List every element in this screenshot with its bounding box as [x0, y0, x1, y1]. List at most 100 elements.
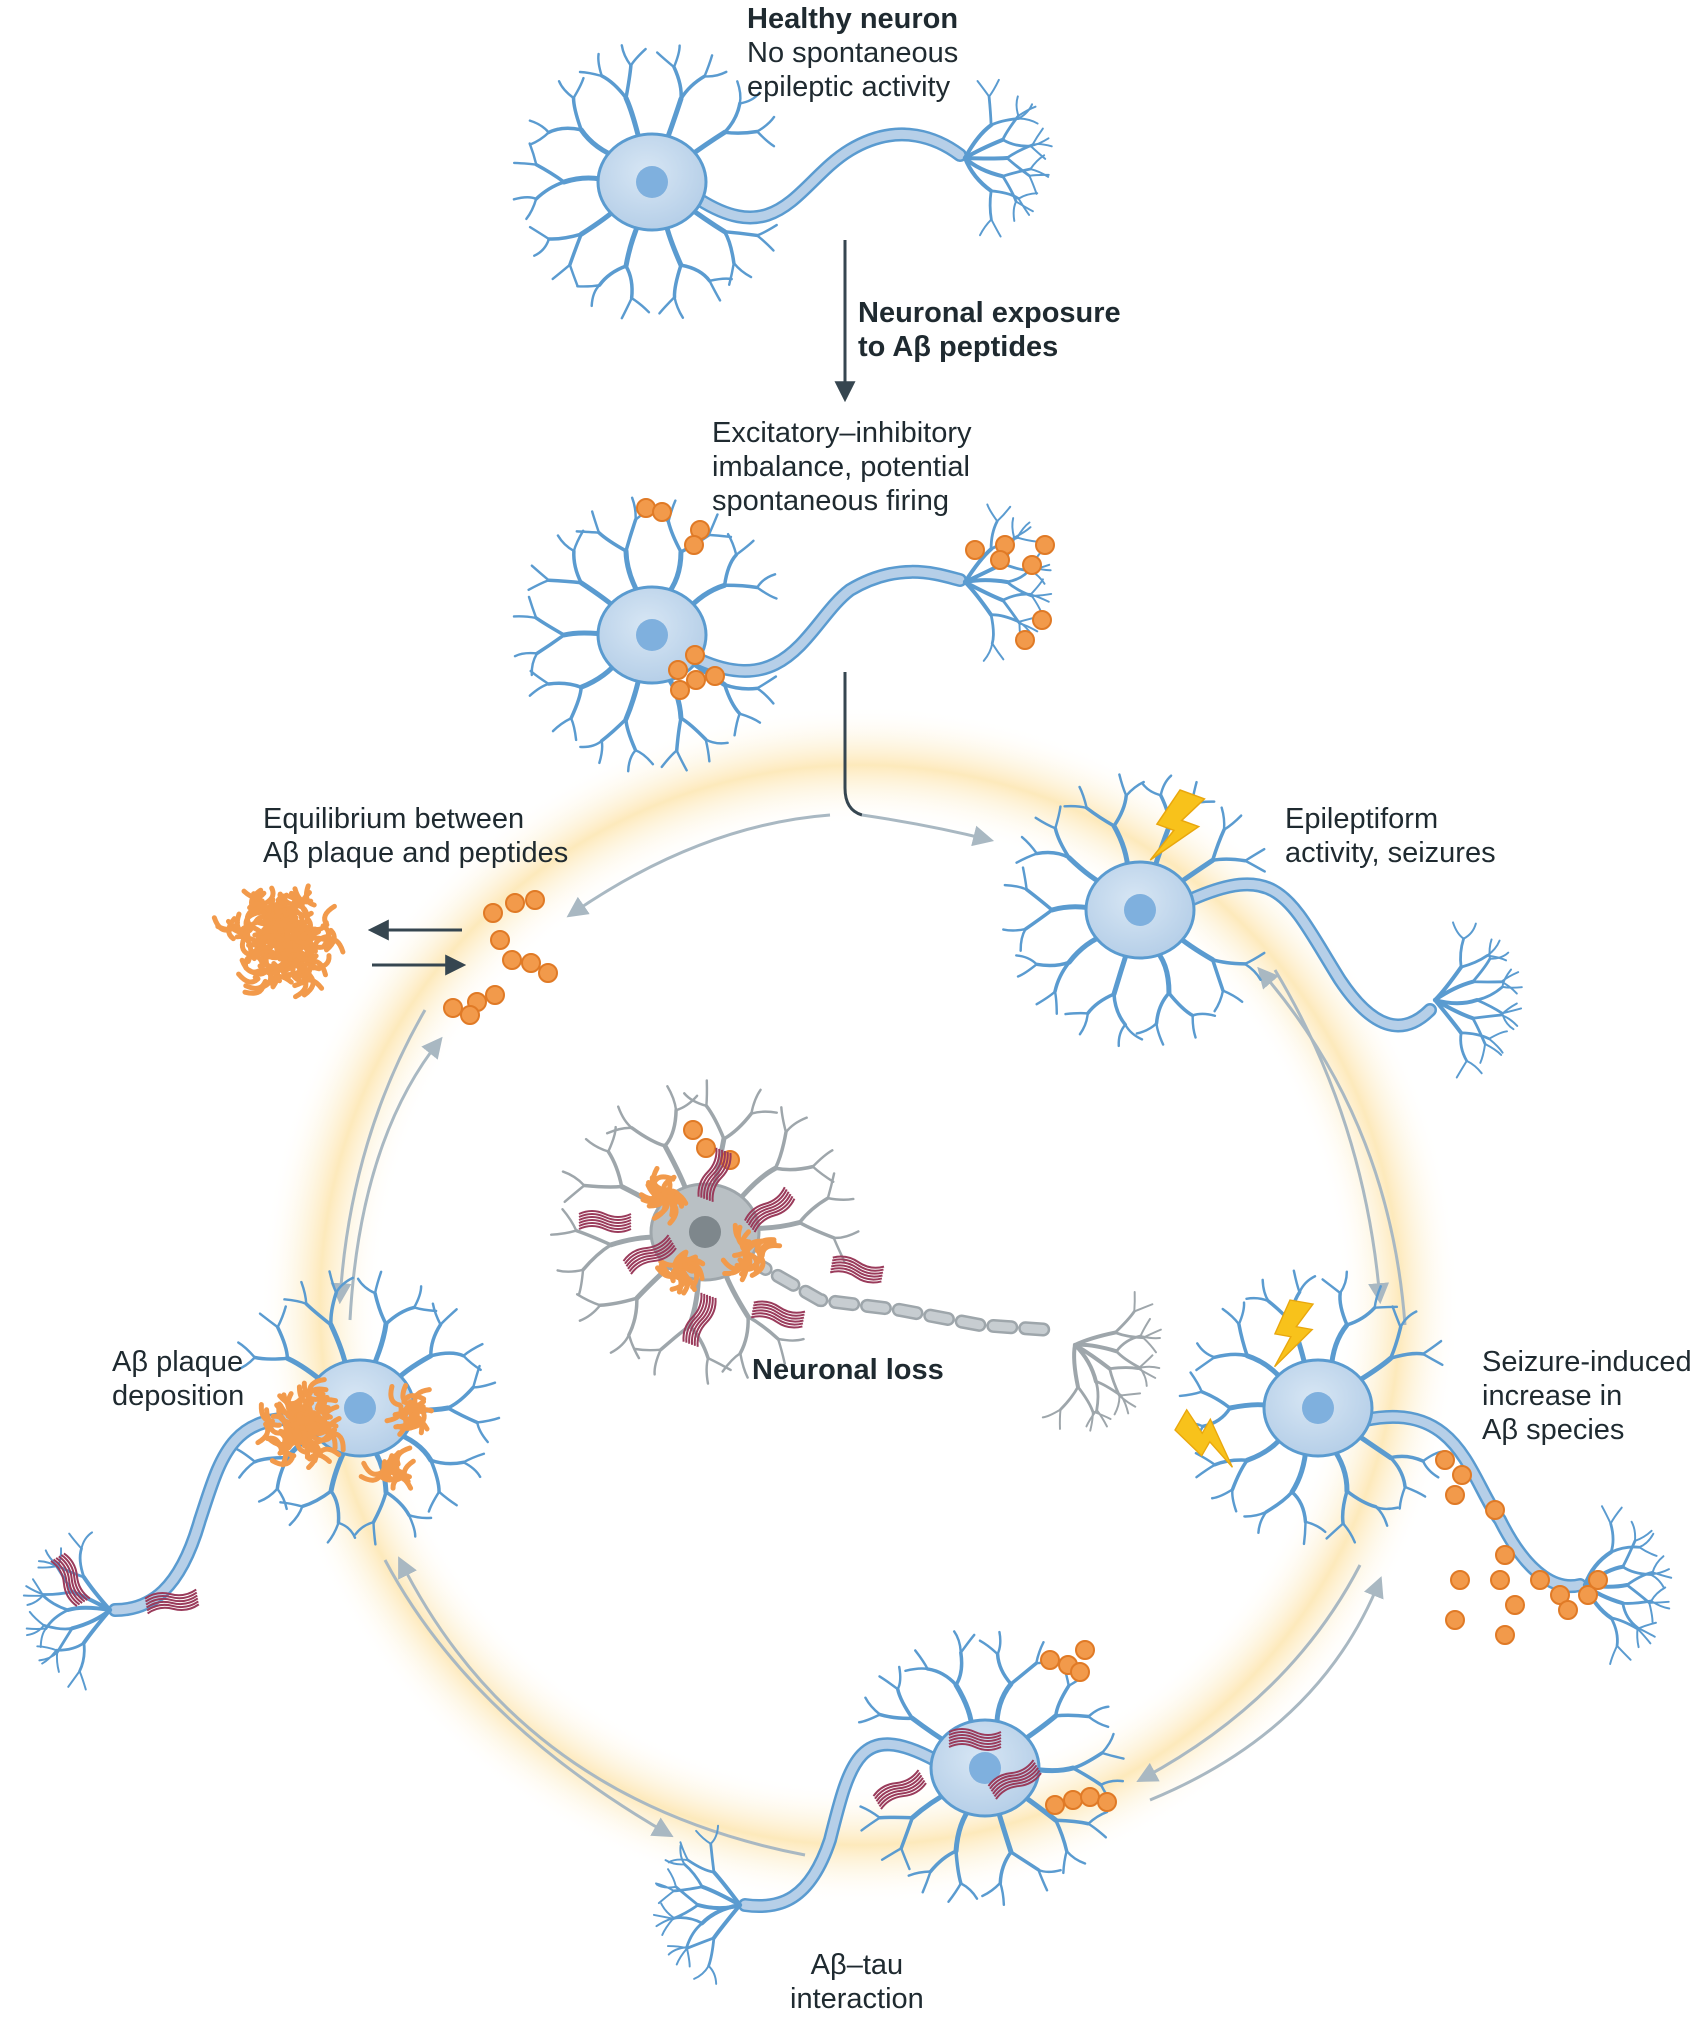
to-equilibrium-arrow [566, 813, 831, 918]
abeta-peptide-icon [521, 953, 541, 973]
abeta-peptide-icon [1063, 1790, 1083, 1810]
plaque-small-2 [358, 1445, 416, 1491]
dead-plaque-2 [655, 1249, 706, 1296]
abeta-peptide-icon [485, 985, 505, 1005]
healthy-neuron [512, 44, 1053, 320]
abeta-peptide-icon [684, 535, 704, 555]
abeta-peptide-icon [1435, 1450, 1455, 1470]
abeta-peptide-icon [443, 998, 463, 1018]
abeta-peptide-icon [1495, 1625, 1515, 1645]
abeta-tau-peptides-top [1040, 1640, 1095, 1682]
seizure-to-tau-arrow [1136, 1564, 1362, 1782]
plaque-deposition-line-2: deposition [112, 1380, 245, 1412]
exposure-label: Neuronal exposure to Aβ peptides [858, 296, 1121, 364]
abeta-peptide-icon [1578, 1585, 1598, 1605]
plaque-to-equilibrium-arrow [348, 1036, 443, 1321]
abeta-peptide-icon [1530, 1570, 1550, 1590]
abeta-peptide-icon [1075, 1640, 1095, 1660]
epileptiform-to-seizure-arrow [1273, 969, 1390, 1305]
imbalance-peptides-soma [668, 645, 725, 700]
healthy-neuron-label: Healthy neuron No spontaneous epileptic … [747, 2, 958, 104]
epileptiform-neuron [1002, 773, 1523, 1079]
abeta-peptide-icon [670, 680, 690, 700]
arrow-layer [330, 240, 1407, 1857]
seizure-lightning-top [1273, 1299, 1315, 1368]
abeta-peptide-icon [505, 893, 525, 913]
abeta-peptide-icon [1032, 610, 1052, 630]
to-epileptiform-arrow [861, 813, 995, 847]
epileptiform-label: Epileptiform activity, seizures [1285, 802, 1496, 870]
exposure-line-2: to Aβ peptides [858, 331, 1059, 363]
epileptiform-line-2: activity, seizures [1285, 837, 1496, 869]
abeta-tau-line-2: interaction [790, 1983, 924, 2015]
abeta-peptide-icon [1035, 535, 1055, 555]
nucleus [689, 1216, 721, 1248]
equilibrium-label: Equilibrium between Aβ plaque and peptid… [263, 802, 568, 870]
dead-tau-7 [622, 1234, 677, 1275]
seizure-induced-line-1: Seizure-induced [1482, 1346, 1692, 1378]
plaque-deposition-line-1: Aβ plaque [112, 1346, 244, 1378]
healthy-neuron-desc-1: No spontaneous [747, 37, 959, 69]
abeta-peptide-icon [1495, 1545, 1515, 1565]
dead-tau-6 [829, 1255, 885, 1284]
abeta-peptide-icon [1080, 1787, 1100, 1807]
nucleus [636, 619, 668, 651]
dead-tau-1 [578, 1210, 632, 1233]
tau-to-plaque-arrow [398, 1556, 806, 1857]
abeta-peptide-icon [1070, 1662, 1090, 1682]
abeta-peptide-icon [686, 670, 706, 690]
equilibrium-to-plaque-arrow [330, 1009, 427, 1305]
seizure-induced-line-2: increase in [1482, 1380, 1623, 1412]
epileptiform-line-1: Epileptiform [1285, 803, 1439, 835]
abeta-peptide-icon [483, 903, 503, 923]
abeta-peptide-icon [652, 502, 672, 522]
abeta-peptide-icon [683, 1120, 703, 1140]
seizure-peptides [1435, 1450, 1608, 1645]
seizure-lightning-left [1174, 1408, 1234, 1468]
healthy-neuron-desc-2: epileptic activity [747, 71, 951, 103]
seizure-induced-label: Seizure-induced increase in Aβ species [1482, 1345, 1692, 1447]
plaque-tau-1 [144, 1588, 200, 1615]
plaque-to-tau-arrow [383, 1559, 674, 1838]
abeta-tau-peptides-side [1045, 1787, 1117, 1815]
abeta-peptide-icon [1505, 1595, 1525, 1615]
abeta-peptide-icon [1558, 1600, 1578, 1620]
dead-tau-4 [682, 1292, 717, 1347]
abeta-peptide-icon [668, 660, 688, 680]
abeta-peptide-icon [685, 645, 705, 665]
imbalance-label: Excitatory–inhibitory imbalance, potenti… [712, 416, 972, 518]
neuronal-loss-text: Neuronal loss [752, 1354, 944, 1386]
abeta-peptide-icon [1485, 1500, 1505, 1520]
exposure-line-1: Neuronal exposure [858, 297, 1121, 329]
healthy-neuron-title: Healthy neuron [747, 3, 959, 35]
imbalance-line-1: Excitatory–inhibitory [712, 417, 972, 449]
plaque-deposition-label: Aβ plaque deposition [112, 1345, 244, 1413]
imbalance-peptides-terminal [965, 535, 1055, 650]
abeta-peptide-icon [965, 540, 985, 560]
nucleus [344, 1392, 376, 1424]
abeta-peptide-icon [1588, 1570, 1608, 1590]
abeta-peptide-icon [696, 1138, 716, 1158]
imbalance-neuron [512, 496, 1053, 773]
abeta-peptide-icon [1045, 1795, 1065, 1815]
abeta-peptide-icon [525, 890, 545, 910]
abeta-peptide-icon [1040, 1650, 1060, 1670]
imbalance-line-3: spontaneous firing [712, 485, 949, 517]
dead-tau-5 [750, 1300, 806, 1329]
epileptiform-lightning [1149, 789, 1206, 861]
nucleus [969, 1752, 1001, 1784]
dead-tau-3 [744, 1186, 796, 1233]
tau-to-seizure-arrow [1149, 1576, 1384, 1802]
abeta-peptide-icon [705, 666, 725, 686]
abeta-tau-label: Aβ–tau interaction [790, 1948, 924, 2016]
abeta-peptide-icon [1452, 1465, 1472, 1485]
abeta-peptide-icon [460, 1005, 480, 1025]
abeta-peptide-icon [490, 930, 510, 950]
abeta-peptide-icon [1445, 1610, 1465, 1630]
plaque-small-1 [384, 1383, 434, 1437]
equilibrium-line-2: Aβ plaque and peptides [263, 837, 569, 869]
nucleus [636, 166, 668, 198]
abeta-peptide-icon [1490, 1570, 1510, 1590]
